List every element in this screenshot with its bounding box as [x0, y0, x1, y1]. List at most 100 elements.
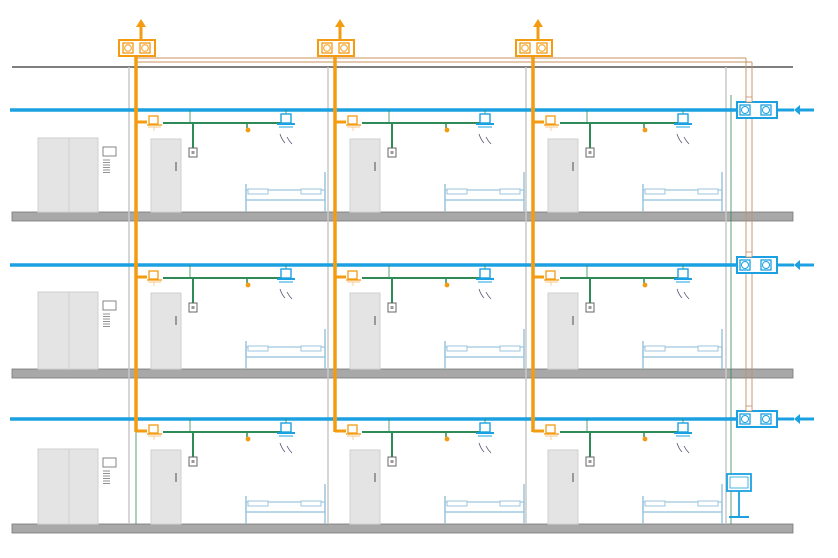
door-handle: [374, 162, 376, 171]
bed-pillow: [247, 188, 269, 195]
door-leaf: [547, 138, 579, 213]
floor-slab: [11, 368, 794, 379]
fan-icon: [124, 44, 132, 52]
panel-screen: [729, 476, 749, 489]
elevator-doors: [37, 137, 99, 213]
exhaust-fan-unit-icon: [118, 39, 156, 57]
bed-pillow: [300, 500, 322, 507]
sensor-face: [191, 460, 195, 463]
room: [335, 419, 525, 525]
fan-icon: [762, 106, 770, 114]
grille-box: [347, 115, 358, 125]
door-leaf: [547, 449, 579, 525]
room-door: [349, 292, 381, 370]
exhaust-grille-icon: [346, 270, 361, 286]
fan-box: [321, 42, 333, 54]
exhaust-grille-icon: [346, 424, 361, 440]
bed-pillow: [499, 500, 521, 507]
bed-pillow: [697, 500, 719, 507]
control-wiring: [163, 265, 287, 303]
door-leaf: [37, 137, 70, 213]
diffuser-neck: [677, 268, 689, 279]
bed-pillow: [697, 345, 719, 352]
bed: [245, 484, 326, 524]
bed-pillow: [446, 345, 468, 352]
room-sensor-icon: [387, 302, 397, 313]
grille-box: [347, 424, 358, 434]
riser-tee: [531, 108, 535, 112]
door-handle: [572, 162, 574, 171]
arrow-up-icon: [533, 19, 543, 27]
airflow: [485, 291, 492, 300]
exhaust-grille-icon: [346, 115, 361, 131]
diffuser-neck: [479, 422, 491, 433]
fan-icon: [538, 44, 546, 52]
grille-box: [148, 115, 159, 125]
diffuser-neck: [280, 268, 292, 279]
grille-box: [148, 270, 159, 280]
arrow-left-icon: [794, 105, 800, 115]
riser-tee: [333, 417, 337, 421]
fan-box: [338, 42, 350, 54]
bed-pillow: [499, 345, 521, 352]
bed: [245, 329, 326, 369]
supply-fan-unit-icon: [736, 96, 778, 119]
airflow: [683, 445, 690, 454]
airflow: [676, 288, 683, 299]
arrow-up-icon: [136, 19, 146, 27]
floor-3: [37, 417, 723, 525]
riser-tee: [333, 263, 337, 267]
bed-pillow: [300, 188, 322, 195]
grille-box: [545, 270, 556, 280]
exhaust-air-system: [118, 19, 553, 432]
fan-box: [760, 413, 772, 425]
supply-diffuser-icon: [674, 113, 692, 145]
room-sensor-icon: [188, 456, 198, 467]
fan-box: [739, 413, 751, 425]
floor-slab: [11, 211, 794, 222]
fan-icon: [521, 44, 529, 52]
arrow-left-icon: [794, 414, 800, 424]
room: [533, 110, 723, 213]
wall-panel-icon: [102, 146, 117, 157]
room-door: [150, 449, 182, 525]
fan-icon: [323, 44, 331, 52]
room: [533, 419, 723, 525]
indicator-lamp-icon: [444, 436, 450, 442]
room: [335, 110, 525, 213]
bed-pillow: [644, 345, 666, 352]
building-structure: [11, 57, 794, 534]
diffuser-neck: [479, 113, 491, 124]
fan-box: [519, 42, 531, 54]
sensor-face: [390, 306, 394, 309]
elevator-doors: [37, 448, 99, 525]
bed-pillow: [644, 188, 666, 195]
sensor-face: [588, 306, 592, 309]
bed-pillow: [247, 345, 269, 352]
fan-box: [122, 42, 134, 54]
grille-box: [545, 115, 556, 125]
airflow: [279, 288, 286, 299]
airflow: [683, 291, 690, 300]
door-leaf: [150, 292, 182, 370]
bed-pillow: [446, 500, 468, 507]
airflow: [279, 133, 286, 144]
wall-panel-icon: [102, 457, 117, 468]
room-sensor-icon: [585, 302, 595, 313]
room: [136, 110, 326, 213]
bed: [444, 484, 525, 524]
exhaust-grille-icon: [544, 424, 559, 440]
bed: [642, 329, 723, 369]
arrow-left-icon: [794, 260, 800, 270]
exhaust-grille-icon: [147, 270, 162, 286]
room-door: [547, 138, 579, 213]
bed-pillow: [697, 188, 719, 195]
airflow: [478, 442, 485, 453]
sensor-face: [390, 151, 394, 154]
indicator-lamp-icon: [245, 282, 251, 288]
floor-2: [37, 263, 723, 370]
door-handle: [175, 316, 177, 325]
bed-pillow: [644, 500, 666, 507]
diffuser-neck: [677, 113, 689, 124]
sensor-face: [588, 151, 592, 154]
